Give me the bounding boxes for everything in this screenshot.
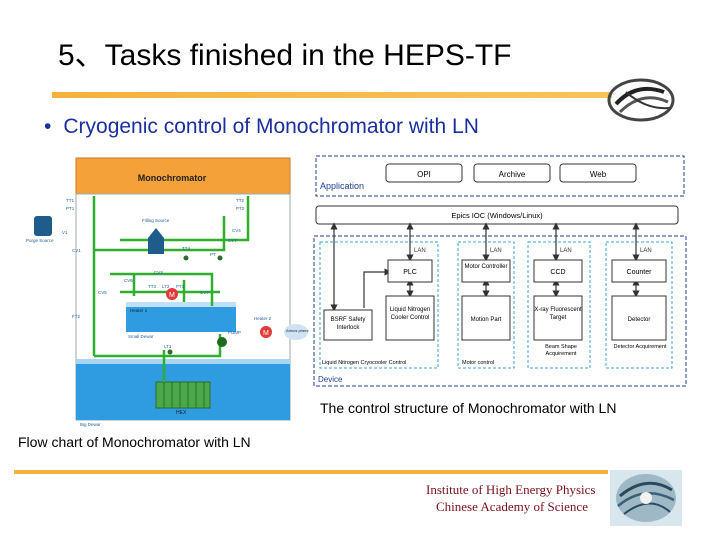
tt4-label: TT4 [182, 246, 190, 251]
lt1-label: LT1 [164, 344, 172, 349]
lan-label-4: LAN [640, 248, 652, 254]
ln-cooler-label: Liquid Nitrogen Cooler Control [389, 307, 431, 321]
heater2-motor-label: M [263, 330, 269, 337]
pump-icon [217, 337, 227, 347]
big-dewar-label: Big Dewar [80, 422, 101, 427]
v1-label: V1 [62, 230, 68, 235]
purge-source-tank [34, 216, 52, 236]
detector-box [611, 295, 667, 341]
motion-part-label: Motion Part [471, 317, 502, 323]
hex-exchanger [155, 381, 211, 409]
web-box [559, 163, 637, 183]
bullet-text: Cryogenic control of Monochromator with … [63, 115, 479, 138]
slide-title: 5、Tasks finished in the HEPS-TF [58, 39, 512, 72]
monochromator-label: Monochromator [138, 173, 207, 183]
cv5-label: CV5 [98, 290, 107, 295]
device-box [313, 235, 687, 387]
control-structure-caption: The control structure of Monochromator w… [320, 400, 617, 416]
globe-logo-icon [610, 470, 682, 526]
cv1-label: CV1 [72, 248, 81, 253]
xray-target-label: X-ray Fluorescent Target [534, 307, 582, 321]
detector-acq-label: Detector Acquirement [613, 344, 667, 350]
filling-source-label: Filling Source [142, 218, 170, 223]
heater1-label: Heater 1 [130, 308, 148, 313]
atmosphere-cloud-icon [284, 324, 308, 340]
xray-target-box [533, 295, 583, 341]
ccd-label: CCD [550, 269, 565, 276]
cv7-label: CV7 [200, 290, 209, 295]
opi-label: OPI [417, 170, 431, 179]
tt2-label: TT2 [236, 198, 244, 203]
motor-icon [166, 288, 178, 300]
title-underline [52, 92, 612, 98]
ln-cryo-label: Liquid Nitrogen Cryocooler Control [322, 360, 406, 366]
archive-label: Archive [499, 170, 526, 179]
heater2-motor-icon [260, 326, 272, 338]
bullet-point: •Cryogenic control of Monochromator with… [44, 115, 479, 138]
ln-cooler-box [385, 295, 435, 341]
pump-label: PUMP [228, 330, 241, 335]
footer-divider [14, 470, 608, 474]
epics-ioc-label: Epics IOC (Windows/Linux) [451, 211, 543, 220]
detector-label: Detector [628, 317, 651, 323]
hex-label: HEX [176, 410, 187, 416]
opi-box [385, 163, 463, 183]
cv7-top-label: CV7 [228, 238, 237, 243]
small-dewar-label: Small Dewar [128, 334, 154, 339]
motor-label: M [169, 292, 175, 299]
lan-label-1: LAN [414, 248, 426, 254]
beam-shape-label: Beam Shape Acquirement [545, 344, 577, 357]
motor-controller-box [461, 259, 511, 283]
ccd-box [533, 259, 583, 283]
heater2-label: Heater 2 [254, 316, 272, 321]
web-label: Web [590, 170, 607, 179]
motor-controller-label: Motor Controller [464, 264, 508, 270]
lt2-label: LT2 [162, 284, 170, 289]
ihep-logo-icon [607, 78, 675, 122]
tt1-label: TT1 [66, 198, 74, 203]
plc-label: PLC [403, 269, 417, 276]
plc-box [387, 259, 433, 283]
lan-label-3: LAN [560, 248, 572, 254]
archive-box [473, 163, 551, 183]
purge-source-label: Purge Source [26, 238, 54, 243]
pt-label: PT [210, 252, 216, 257]
motor-control-label: Motor control [462, 360, 494, 366]
filling-source-tank [148, 228, 164, 254]
flow-chart-caption: Flow chart of Monochromator with LN [18, 434, 251, 450]
bsrf-safety-box [323, 309, 373, 341]
pt3-label: PT3 [176, 284, 185, 289]
atmosphere-label: Atmos phere [286, 328, 309, 333]
tt3-label: TT3 [148, 284, 156, 289]
pt2-label: PT2 [236, 206, 245, 211]
academy-name: Chinese Academy of Science [436, 499, 588, 514]
small-dewar-tank [126, 306, 236, 332]
application-box [315, 155, 685, 197]
pt1-label: PT1 [66, 206, 75, 211]
bsrf-safety-label: BSRF Safety Interlock [330, 317, 366, 331]
ft2-label: FT2 [72, 314, 80, 319]
flow-chart: Monochromator Big Dewar HEX Heater 1 Sma… [24, 156, 310, 428]
cv3-label: CV3 [154, 270, 163, 275]
institute-name: Institute of High Energy Physics [426, 482, 596, 497]
epics-ioc-box [315, 205, 679, 225]
control-structure-diagram: Application OPI Archive Web Epics IOC (W… [310, 154, 688, 390]
cv4-label: CV4 [232, 228, 241, 233]
application-label: Application [320, 181, 364, 191]
motion-part-box [461, 295, 511, 341]
monochromator-box [75, 157, 291, 195]
counter-label: Counter [627, 269, 653, 276]
cv6-label: CV6 [124, 278, 133, 283]
counter-box [611, 259, 667, 283]
lan-label-2: LAN [490, 248, 502, 254]
device-label: Device [318, 375, 343, 384]
